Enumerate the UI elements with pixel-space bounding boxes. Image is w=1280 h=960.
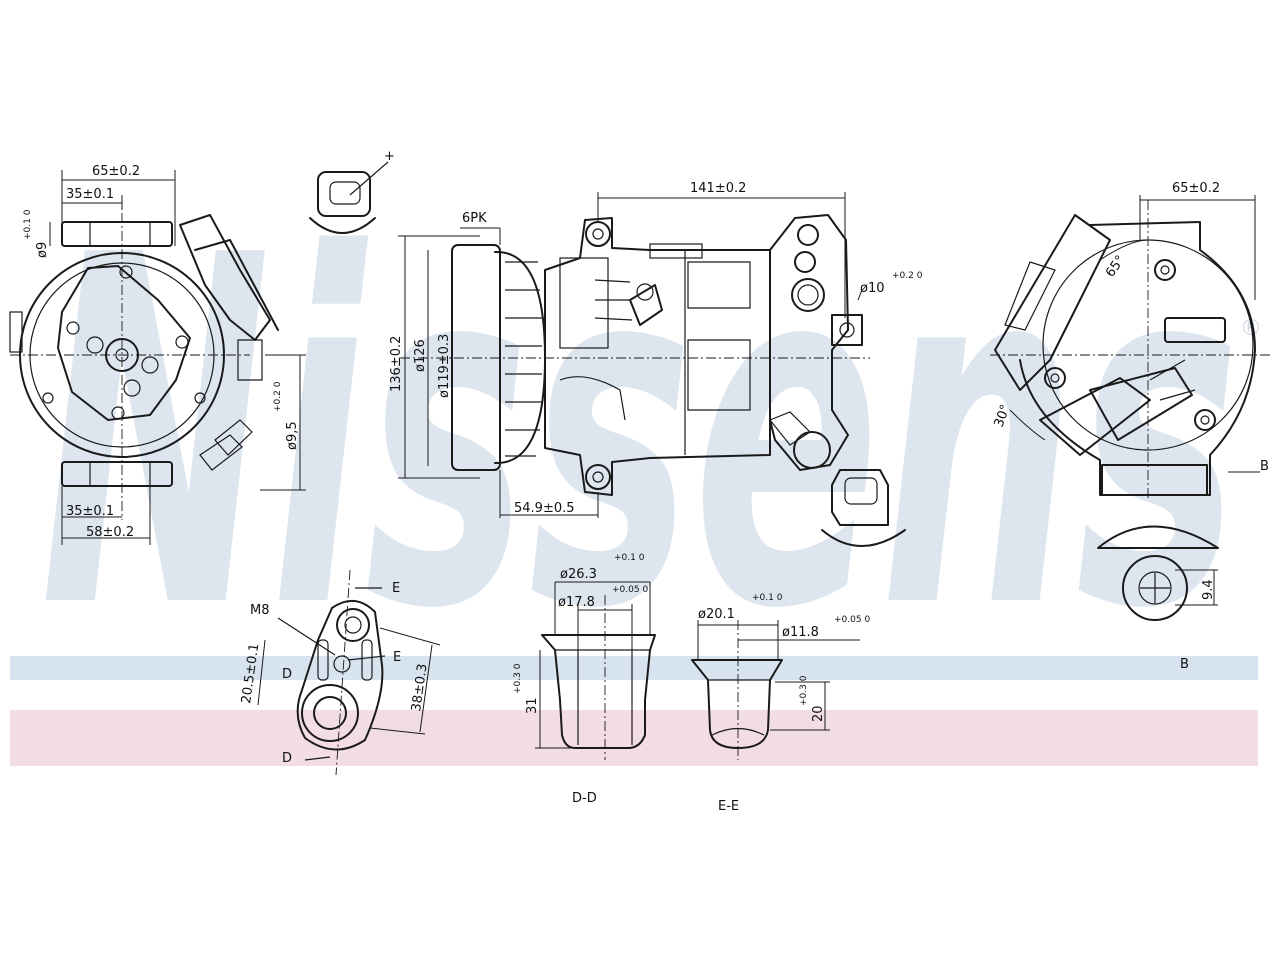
ee-dim-20-tol: +0.3 0 [799, 675, 809, 706]
side-dim-136: 136±0.2 [389, 336, 404, 392]
front-dim-phi95-tol: +0.2 0 [273, 381, 283, 412]
front-dim-phi9: ø9 [35, 242, 50, 258]
pink-band [10, 710, 1258, 766]
front-dim-58: 58±0.2 [86, 525, 134, 540]
flange-thread-m8: M8 [250, 603, 270, 618]
front-dim-35-top: 35±0.1 [66, 187, 114, 202]
side-view [398, 192, 870, 518]
dd-dim-phi17-8-tol: +0.05 0 [612, 585, 648, 595]
flange-marker-d-bottom: D [282, 751, 292, 766]
ee-dim-phi11-8: ø11.8 [782, 625, 819, 640]
dd-label: D-D [572, 791, 597, 806]
flange-view [257, 569, 441, 776]
detail-b-label: B [1180, 657, 1189, 672]
ee-dim-phi11-8-tol: +0.05 0 [834, 615, 870, 625]
ee-dim-20: 20 [811, 705, 826, 722]
front-view [9, 170, 306, 545]
flange-marker-d: D [282, 667, 292, 682]
side-dim-phi10: ø10 [860, 281, 885, 296]
front-dim-65: 65±0.2 [92, 164, 140, 179]
ee-dim-phi20-1: ø20.1 [698, 607, 735, 622]
front-dim-35-bottom: 35±0.1 [66, 504, 114, 519]
ee-label: E-E [718, 799, 739, 814]
connector-plus: + [384, 149, 395, 164]
detail-b [1097, 525, 1219, 621]
side-dim-141: 141±0.2 [690, 181, 746, 196]
side-dim-119: ø119±0.3 [437, 334, 452, 398]
side-belt-6pk: 6PK [462, 211, 487, 226]
rear-angle-30: 30° [992, 403, 1014, 430]
flange-marker-e-top: E [392, 581, 400, 596]
ee-dim-phi20-1-tol: +0.1 0 [752, 593, 783, 603]
dd-dim-31-tol: +0.3 0 [513, 663, 523, 694]
dd-dim-phi26-3: ø26.3 [560, 567, 597, 582]
side-dim-126: ø126 [413, 339, 428, 372]
flange-dim-38: 38±0.3 [409, 663, 431, 713]
dd-dim-phi26-3-tol: +0.1 0 [614, 553, 645, 563]
front-dim-phi95: ø9,5 [285, 421, 300, 450]
front-dim-phi9-tol: +0.1 0 [23, 209, 33, 240]
detail-b-dim-9-4: 9.4 [1201, 579, 1216, 600]
section-ee [691, 620, 860, 760]
rear-marker-b: B [1260, 459, 1269, 474]
nissens-watermark: Nissens [40, 155, 1240, 714]
registered-mark: ® [1240, 316, 1262, 341]
flange-marker-e-mid: E [393, 650, 401, 665]
section-dd [535, 581, 656, 760]
rear-dim-65: 65±0.2 [1172, 181, 1220, 196]
side-dim-54-9: 54.9±0.5 [514, 501, 575, 516]
dd-dim-31: 31 [525, 697, 540, 714]
electrical-connector-top [309, 161, 389, 234]
electrical-connector-bottom [821, 469, 906, 547]
blue-band [10, 656, 1258, 680]
rear-view [990, 195, 1270, 500]
side-dim-phi10-tol: +0.2 0 [892, 271, 923, 281]
dd-dim-phi17-8: ø17.8 [558, 595, 595, 610]
